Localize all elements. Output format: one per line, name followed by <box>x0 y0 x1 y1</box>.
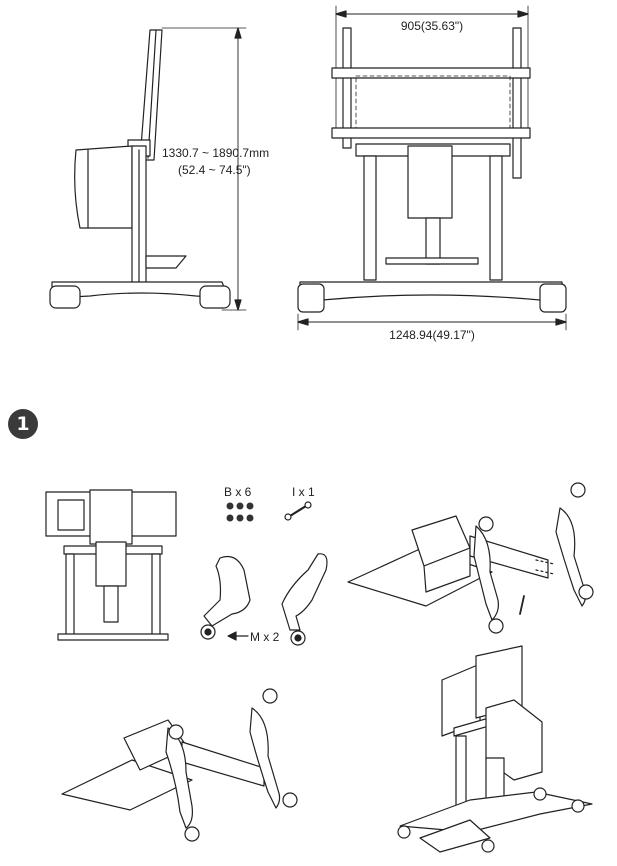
wrench-label: I x 1 <box>292 485 315 499</box>
step1-full-cart <box>397 645 593 853</box>
step1-head-unit <box>45 489 177 641</box>
step1-attach-leg <box>347 482 594 634</box>
lower-mount-plate <box>331 127 531 139</box>
left-upright <box>363 155 377 281</box>
front-right-caster <box>539 283 567 313</box>
front-left-caster <box>297 283 325 313</box>
width-label: 905(35.63") <box>401 19 463 33</box>
center-column <box>407 145 453 219</box>
upper-mount-plate <box>331 67 531 79</box>
step1-left-leg <box>200 555 251 640</box>
step1-base-assembled <box>61 688 298 842</box>
wrench-icon <box>284 501 312 521</box>
right-upright <box>489 155 503 281</box>
height-label-in: (52.4 ~ 74.5") <box>178 163 251 177</box>
bolt-set <box>226 502 254 522</box>
height-label-mm: 1330.7 ~ 1890.7mm <box>162 146 269 160</box>
base-width-label: 1248.94(49.17") <box>389 328 475 342</box>
left-mount-rail <box>342 27 352 149</box>
front-base <box>299 281 563 301</box>
step1-right-leg <box>281 553 328 646</box>
screw-label: M x 2 <box>250 630 280 644</box>
bolt-label: B x 6 <box>224 485 252 499</box>
step-number-badge: 1 <box>8 409 38 439</box>
side-front-caster <box>49 285 81 309</box>
front-view <box>297 5 567 331</box>
side-base <box>51 281 229 299</box>
side-back-box <box>74 145 133 229</box>
side-screen-panel <box>139 29 163 161</box>
right-mount-rail <box>512 27 522 179</box>
side-rear-caster <box>199 285 231 309</box>
side-view <box>49 27 247 311</box>
